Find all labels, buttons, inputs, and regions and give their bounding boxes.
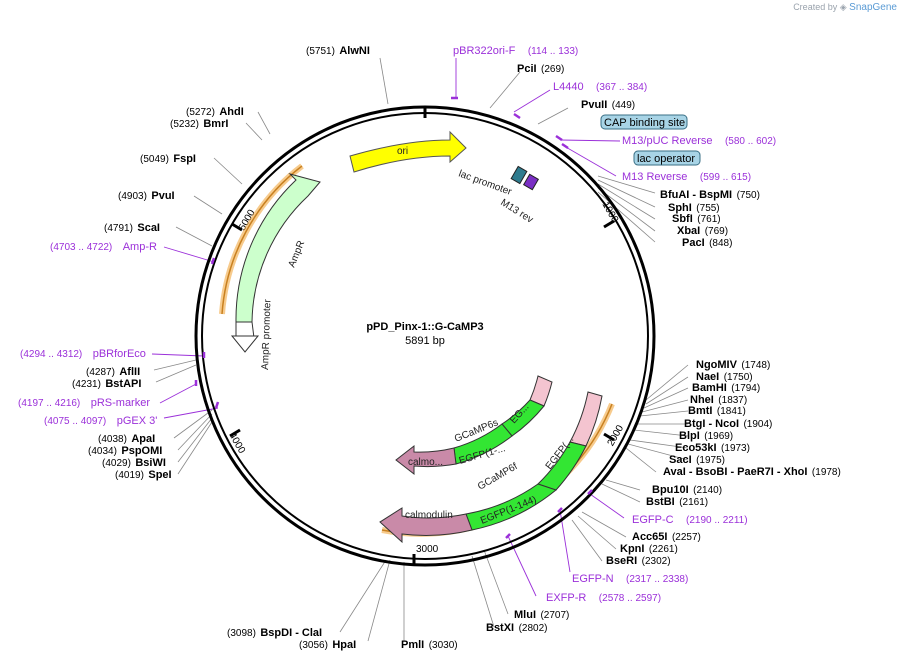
- svg-text:BmtI (1841): BmtI (1841): [688, 401, 746, 418]
- svg-text:(3098) BspDI - ClaI: (3098) BspDI - ClaI: [227, 623, 322, 640]
- svg-text:BstBI (2161): BstBI (2161): [646, 492, 708, 509]
- cap-binding-site-label: CAP binding site: [604, 117, 685, 129]
- svg-text:M13/pUC Reverse (580 .. 602): M13/pUC Reverse (580 .. 602): [622, 131, 776, 148]
- plasmid-length: 5891 bp: [405, 335, 445, 347]
- svg-text:(4019) SpeI: (4019) SpeI: [115, 465, 172, 482]
- m13-rev-mark: [522, 173, 540, 191]
- svg-text:(4029) BsiWI: (4029) BsiWI: [102, 453, 166, 470]
- ori-arrow: [349, 130, 467, 173]
- cap-binding-site-box: [600, 114, 688, 130]
- svg-text:BfuAI - BspMI (750): BfuAI - BspMI (750): [660, 185, 760, 202]
- svg-text:Bpu10I (2140): Bpu10I (2140): [652, 480, 722, 497]
- snapgene-credit: Created by ◈ SnapGene: [793, 2, 897, 13]
- svg-text:BseRI (2302): BseRI (2302): [606, 551, 671, 568]
- svg-text:(4287) AflII: (4287) AflII: [86, 362, 140, 379]
- svg-text:(4197 .. 4216) pRS-marker: (4197 .. 4216) pRS-marker: [18, 393, 150, 410]
- ampr-arrow: [235, 173, 321, 323]
- lac-operator-box: [633, 150, 701, 166]
- primer-marks: [194, 96, 593, 539]
- svg-text:SbfI (761): SbfI (761): [672, 209, 721, 226]
- svg-text:EGFP-N (2317 .. 2338): EGFP-N (2317 .. 2338): [572, 569, 688, 586]
- primer-labels: pBR322ori-F (114 .. 133) L4440 (367 .. 3…: [18, 41, 776, 605]
- svg-text:(3056) HpaI: (3056) HpaI: [299, 635, 356, 652]
- svg-text:L4440 (367 .. 384): L4440 (367 .. 384): [553, 77, 647, 94]
- svg-text:EXFP-R (2578 .. 2597): EXFP-R (2578 .. 2597): [546, 588, 661, 605]
- svg-text:Eco53kI (1973): Eco53kI (1973): [675, 438, 750, 455]
- svg-text:SacI (1975): SacI (1975): [669, 450, 725, 467]
- connector-lines: [153, 57, 689, 642]
- gcamp6s-calmodulin: [395, 444, 457, 476]
- svg-text:BlpI (1969): BlpI (1969): [679, 426, 733, 443]
- svg-text:(4038) ApaI: (4038) ApaI: [98, 429, 155, 446]
- lac-promoter-label: lac promoter: [457, 168, 514, 198]
- svg-text:(4791) ScaI: (4791) ScaI: [104, 218, 160, 235]
- tick-2000: 2000: [606, 423, 627, 448]
- svg-text:M13 Reverse (599 .. 615): M13 Reverse (599 .. 615): [622, 167, 751, 184]
- svg-text:PciI (269): PciI (269): [517, 59, 564, 76]
- svg-text:BstXI (2802): BstXI (2802): [486, 618, 547, 635]
- svg-text:(5049) FspI: (5049) FspI: [140, 149, 196, 166]
- svg-text:(4703 .. 4722) Amp-R: (4703 .. 4722) Amp-R: [50, 237, 157, 254]
- m13-rev-label: M13 rev: [498, 197, 534, 225]
- svg-text:PvuII (449): PvuII (449): [581, 95, 635, 112]
- snapgene-logo-icon: ◈: [839, 2, 847, 12]
- gcamp6f-label: GCaMP6f: [476, 461, 520, 493]
- svg-text:SphI (755): SphI (755): [668, 198, 720, 215]
- plasmid-name: pPD_Pinx-1::G-CaMP3: [366, 321, 483, 333]
- gcamp6f-calmodulin: [379, 507, 473, 544]
- svg-text:BamHI (1794): BamHI (1794): [692, 378, 760, 395]
- ori-label: ori: [397, 146, 408, 157]
- svg-text:PmlI (3030): PmlI (3030): [401, 635, 458, 652]
- svg-text:KpnI (2261): KpnI (2261): [620, 539, 678, 556]
- ampr-orange-line: [221, 165, 303, 315]
- svg-text:MluI (2707): MluI (2707): [514, 605, 569, 622]
- svg-text:Acc65I (2257): Acc65I (2257): [632, 527, 701, 544]
- calmodulin-label: calmodulin: [405, 510, 453, 521]
- svg-text:(4034) PspOMI: (4034) PspOMI: [88, 441, 162, 458]
- svg-text:(5232) BmrI: (5232) BmrI: [170, 114, 228, 131]
- svg-text:(4075 .. 4097) pGEX 3': (4075 .. 4097) pGEX 3': [44, 411, 157, 428]
- enzyme-labels: (5751) AlwNI PciI (269) PvuII (449) BfuA…: [72, 41, 841, 652]
- position-ticks: [229, 107, 615, 565]
- lac-operator-label: lac operator: [637, 153, 695, 165]
- svg-text:(4903) PvuI: (4903) PvuI: [118, 186, 175, 203]
- svg-text:PacI (848): PacI (848): [682, 233, 732, 250]
- svg-text:EGFP-C (2190 .. 2211): EGFP-C (2190 .. 2211): [632, 510, 748, 527]
- lac-promoter-mark: [510, 165, 528, 185]
- ampr-promoter-arrow: [230, 335, 260, 353]
- calmo-label: calmo...: [408, 457, 443, 468]
- tick-3000: 3000: [416, 544, 439, 555]
- svg-text:(5751) AlwNI: (5751) AlwNI: [306, 41, 370, 58]
- svg-text:(4231) BstAPI: (4231) BstAPI: [72, 374, 141, 391]
- svg-text:NaeI (1750): NaeI (1750): [696, 367, 753, 384]
- svg-text:BtgI - NcoI (1904): BtgI - NcoI (1904): [684, 414, 772, 431]
- svg-text:XbaI (769): XbaI (769): [677, 221, 728, 238]
- svg-text:AvaI - BsoBI - PaeR7I - XhoI (: AvaI - BsoBI - PaeR7I - XhoI (1978): [663, 462, 841, 479]
- svg-text:(4294 .. 4312) pBRforEco: (4294 .. 4312) pBRforEco: [20, 344, 146, 361]
- svg-text:NgoMIV (1748): NgoMIV (1748): [696, 355, 770, 372]
- svg-text:NheI (1837): NheI (1837): [690, 390, 747, 407]
- ampr-promoter-label: AmpR promoter: [260, 299, 273, 371]
- svg-text:(5272) AhdI: (5272) AhdI: [186, 102, 244, 119]
- ampr-label: AmpR: [287, 239, 308, 269]
- svg-text:pBR322ori-F (114 .. 133): pBR322ori-F (114 .. 133): [453, 41, 578, 58]
